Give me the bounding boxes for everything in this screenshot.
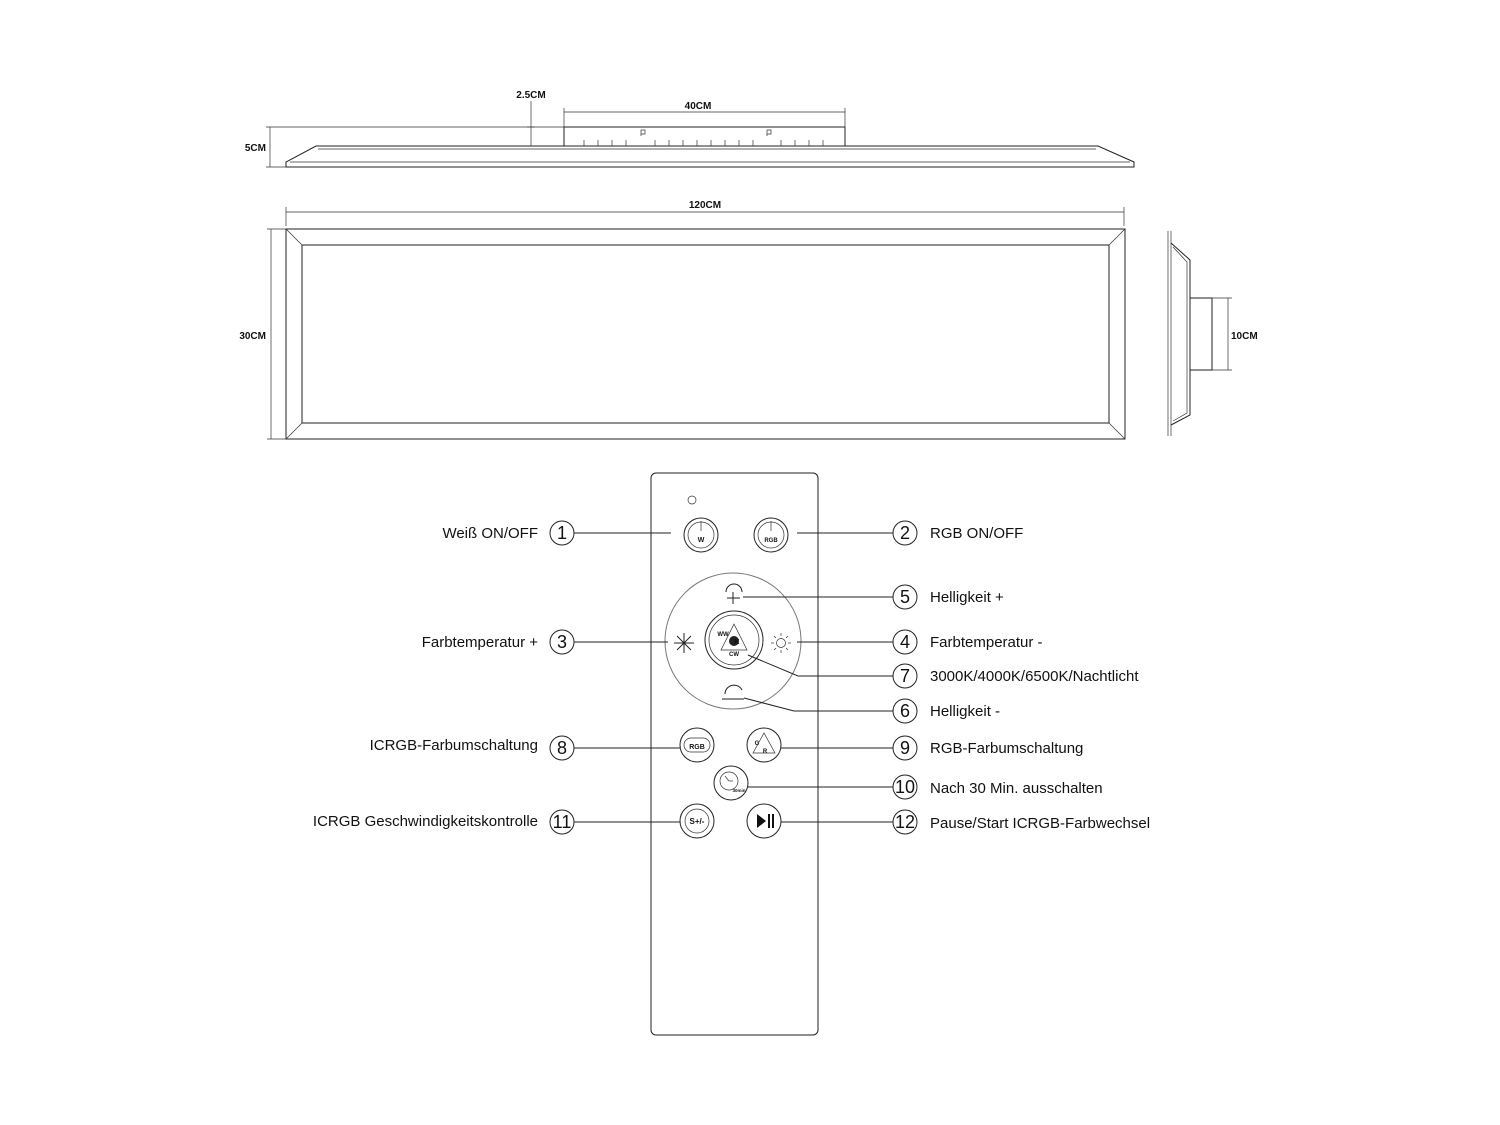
rgb-color-switch-button[interactable]: G R: [746, 727, 782, 763]
bracket-hook-right: [766, 129, 772, 136]
color-temperature-cycle-button[interactable]: WW K CW: [704, 610, 764, 670]
callout-5: 5 Helligkeit +: [743, 584, 1004, 610]
svg-text:S+/-: S+/-: [690, 817, 705, 826]
bracket-slots: [583, 140, 824, 146]
dim-120cm: 120CM: [689, 200, 721, 211]
svg-text:Nach 30 Min. ausschalten: Nach 30 Min. ausschalten: [930, 780, 1103, 797]
dim-5cm: 5CM: [245, 143, 266, 154]
side-view: 10CM: [1167, 231, 1258, 436]
lamp-icon: [724, 684, 743, 695]
svg-text:K: K: [734, 639, 739, 646]
callout-1: Weiß ON/OFF 1: [442, 520, 671, 546]
play-pause-icon: [757, 814, 774, 828]
svg-text:Helligkeit -: Helligkeit -: [930, 703, 1000, 720]
svg-text:ICRGB Geschwindigkeitskontroll: ICRGB Geschwindigkeitskontrolle: [313, 813, 538, 830]
remote-led-indicator: [687, 495, 697, 505]
dim-40cm: 40CM: [685, 101, 712, 112]
mounting-bracket: [563, 126, 846, 147]
icrgb-speed-button[interactable]: S+/-: [679, 803, 715, 839]
svg-text:ICRGB-Farbumschaltung: ICRGB-Farbumschaltung: [370, 737, 538, 754]
callout-6: 6 Helligkeit -: [743, 697, 1000, 724]
svg-text:5: 5: [900, 587, 910, 607]
svg-text:Farbtemperatur -: Farbtemperatur -: [930, 634, 1043, 651]
svg-text:3000K/4000K/6500K/Nachtlicht: 3000K/4000K/6500K/Nachtlicht: [930, 668, 1139, 685]
svg-text:Farbtemperatur +: Farbtemperatur +: [422, 634, 539, 651]
svg-text:Helligkeit +: Helligkeit +: [930, 589, 1004, 606]
svg-text:WW: WW: [717, 632, 729, 638]
remote-control: W RGB: [650, 472, 819, 1036]
svg-text:1: 1: [557, 523, 567, 543]
callout-11: ICRGB Geschwindigkeitskontrolle 11: [313, 809, 680, 835]
clock-icon: [719, 771, 739, 791]
white-power-button[interactable]: W: [683, 517, 719, 553]
play-pause-button[interactable]: [746, 803, 782, 839]
callout-9: 9 RGB-Farbumschaltung: [781, 735, 1083, 761]
svg-text:RGB-Farbumschaltung: RGB-Farbumschaltung: [930, 740, 1083, 757]
panel-side-outline: [285, 145, 1135, 168]
timer-30min-button[interactable]: 30min: [713, 765, 749, 801]
svg-text:R: R: [763, 749, 768, 755]
side-mount: [1189, 297, 1213, 371]
svg-text:RGB: RGB: [689, 744, 705, 751]
sun-icon: [771, 633, 791, 653]
callout-8: ICRGB-Farbumschaltung 8: [370, 735, 680, 761]
front-view: 120CM 30CM: [239, 200, 1126, 440]
refresh-icon: [684, 808, 710, 834]
icrgb-color-switch-button[interactable]: RGB: [679, 727, 715, 763]
side-profile-view: 40CM 2.5CM 5CM: [245, 90, 1135, 168]
svg-text:RGB ON/OFF: RGB ON/OFF: [930, 525, 1023, 542]
callout-10: 10 Nach 30 Min. ausschalten: [748, 774, 1103, 800]
svg-text:RGB: RGB: [764, 538, 778, 544]
svg-text:12: 12: [895, 812, 915, 832]
svg-text:Weiß ON/OFF: Weiß ON/OFF: [442, 525, 538, 542]
svg-text:4: 4: [900, 632, 910, 652]
rgb-power-button[interactable]: RGB: [753, 517, 789, 553]
lamp-icon: [725, 583, 743, 593]
callout-7: 7 3000K/4000K/6500K/Nachtlicht: [747, 654, 1139, 689]
dim-10cm: 10CM: [1231, 331, 1258, 342]
callout-2: 2 RGB ON/OFF: [797, 520, 1023, 546]
callout-3: Farbtemperatur + 3: [422, 629, 668, 655]
color-temp-down-button[interactable]: [771, 633, 791, 653]
bracket-hook-left: [640, 129, 646, 136]
control-ring: [664, 572, 802, 710]
brightness-down-button[interactable]: [722, 684, 744, 700]
svg-text:11: 11: [553, 812, 572, 832]
snowflake-icon: [674, 633, 694, 653]
svg-text:30min: 30min: [732, 788, 745, 793]
svg-text:G: G: [755, 741, 760, 747]
dim-30cm: 30CM: [239, 331, 266, 342]
callout-12: 12 Pause/Start ICRGB-Farbwechsel: [781, 809, 1150, 835]
svg-text:2: 2: [900, 523, 910, 543]
brightness-up-button[interactable]: [725, 583, 743, 604]
dim-2-5cm: 2.5CM: [516, 90, 545, 101]
svg-text:3: 3: [557, 632, 567, 652]
svg-text:CW: CW: [729, 652, 739, 658]
svg-text:W: W: [698, 537, 705, 544]
svg-text:7: 7: [900, 666, 910, 686]
panel-outer-frame: [285, 228, 1126, 440]
cycle-triangle-icon: [720, 623, 748, 651]
svg-text:9: 9: [900, 738, 910, 758]
panel-light-area: [301, 244, 1110, 424]
cycle-triangle-icon: [752, 732, 776, 754]
callouts: Weiß ON/OFF 1 2 RGB ON/OFF 5 Helligkeit …: [313, 520, 1150, 835]
callout-4: 4 Farbtemperatur -: [797, 629, 1043, 655]
remote-body: [650, 472, 819, 1036]
svg-text:10: 10: [895, 777, 915, 797]
color-temp-up-button[interactable]: [674, 633, 694, 653]
svg-text:8: 8: [557, 738, 567, 758]
svg-text:6: 6: [900, 701, 910, 721]
svg-text:Pause/Start ICRGB-Farbwechsel: Pause/Start ICRGB-Farbwechsel: [930, 815, 1150, 832]
